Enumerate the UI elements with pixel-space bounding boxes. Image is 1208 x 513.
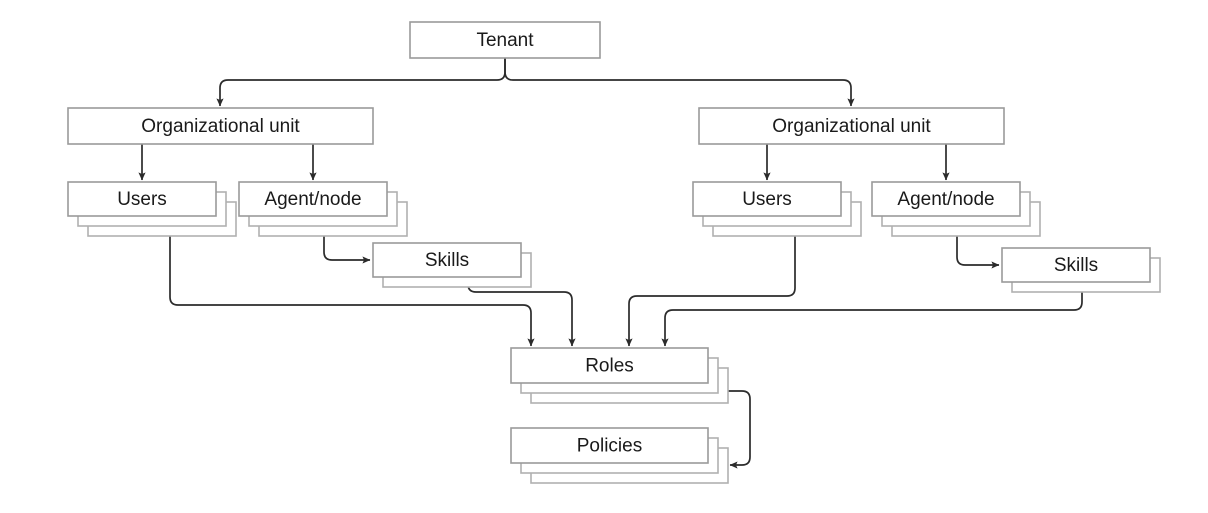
node-box[interactable] bbox=[67, 107, 374, 145]
edge-skills-right-to-roles bbox=[661, 292, 1083, 347]
node-roles[interactable]: Roles bbox=[510, 347, 729, 404]
node-box[interactable] bbox=[692, 181, 842, 217]
edge-roles-to-policies bbox=[728, 390, 751, 469]
node-users-right[interactable]: Users bbox=[692, 181, 862, 237]
node-box[interactable] bbox=[510, 347, 709, 384]
node-box[interactable] bbox=[510, 427, 709, 464]
node-skills-left[interactable]: Skills bbox=[372, 242, 532, 288]
edge-tenant-to-ou-left bbox=[216, 58, 506, 107]
edge-users-left-to-roles bbox=[169, 236, 535, 347]
node-box[interactable] bbox=[1001, 247, 1151, 283]
node-policies[interactable]: Policies bbox=[510, 427, 729, 484]
node-label-ou-right: Organizational unit bbox=[772, 116, 931, 137]
edge-users-right-to-roles bbox=[625, 236, 796, 347]
node-agent-right[interactable]: Agent/node bbox=[871, 181, 1041, 237]
node-label-tenant: Tenant bbox=[476, 30, 534, 51]
node-label-agent-right: Agent/node bbox=[897, 189, 994, 210]
node-tenant[interactable]: Tenant bbox=[409, 21, 601, 59]
node-label-ou-left: Organizational unit bbox=[141, 116, 300, 137]
edge-agent-right-to-skills bbox=[956, 236, 1000, 269]
edge-tenant-to-ou-right bbox=[504, 58, 855, 107]
node-label-users-right: Users bbox=[742, 189, 792, 210]
node-label-users-left: Users bbox=[117, 189, 167, 210]
node-label-skills-left: Skills bbox=[425, 250, 469, 271]
node-box[interactable] bbox=[871, 181, 1021, 217]
edges-layer bbox=[138, 58, 1083, 469]
node-skills-right[interactable]: Skills bbox=[1001, 247, 1161, 293]
edge-agent-left-to-skills bbox=[323, 236, 371, 264]
edge-skills-left-to-roles bbox=[467, 283, 576, 347]
node-box[interactable] bbox=[238, 181, 388, 217]
node-label-policies: Policies bbox=[577, 436, 642, 457]
node-box[interactable] bbox=[698, 107, 1005, 145]
node-ou-left[interactable]: Organizational unit bbox=[67, 107, 374, 145]
node-label-skills-right: Skills bbox=[1054, 255, 1098, 276]
node-box[interactable] bbox=[409, 21, 601, 59]
node-label-roles: Roles bbox=[585, 356, 634, 377]
node-box[interactable] bbox=[372, 242, 522, 278]
node-box[interactable] bbox=[67, 181, 217, 217]
node-users-left[interactable]: Users bbox=[67, 181, 237, 237]
node-agent-left[interactable]: Agent/node bbox=[238, 181, 408, 237]
node-label-agent-left: Agent/node bbox=[264, 189, 361, 210]
node-ou-right[interactable]: Organizational unit bbox=[698, 107, 1005, 145]
